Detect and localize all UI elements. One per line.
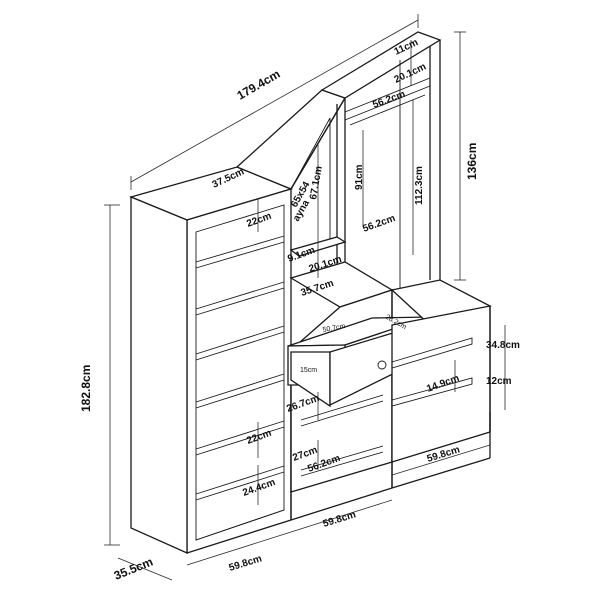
- label-right-hang-height: 91cm: [354, 164, 365, 190]
- label-drawer-height: 15cm: [300, 367, 317, 374]
- drawer-inner: [290, 351, 331, 408]
- label-total-height: 182.8cm: [79, 365, 93, 412]
- right-unit: [320, 31, 492, 489]
- middle-unit: [235, 89, 430, 521]
- label-mid-width: 59.8cm: [322, 509, 358, 529]
- bench-shelf: [391, 337, 473, 369]
- label-bench-bottom: 12cm: [486, 376, 512, 387]
- left-shelves: [195, 204, 285, 541]
- label-drawer-width: 50.7cm: [322, 323, 346, 334]
- label-right-height: 136cm: [465, 143, 479, 180]
- bench-lower-shelf: [391, 377, 473, 407]
- dimension-lines: [104, 14, 506, 581]
- label-mirror-height: 67.1cm: [308, 165, 325, 200]
- left-side-face: [130, 196, 188, 555]
- label-depth: 35.5cm: [112, 555, 155, 583]
- label-right-inner-width: 56.2cm: [361, 213, 397, 235]
- right-top-shelf: [344, 77, 431, 121]
- middle-top-face: [235, 89, 346, 190]
- label-right-inner-height: 112.3cm: [414, 166, 425, 205]
- hanging-rail: [349, 94, 426, 126]
- left-front-face: [186, 188, 292, 554]
- left-bookcase: [129, 166, 293, 555]
- label-left-width: 59.8cm: [228, 553, 264, 573]
- label-right-rail-width: 56.2cm: [371, 89, 407, 111]
- label-total-width: 179.4cm: [235, 67, 283, 103]
- drawer-knob: [377, 360, 387, 370]
- label-bench-height: 34.8cm: [486, 340, 520, 351]
